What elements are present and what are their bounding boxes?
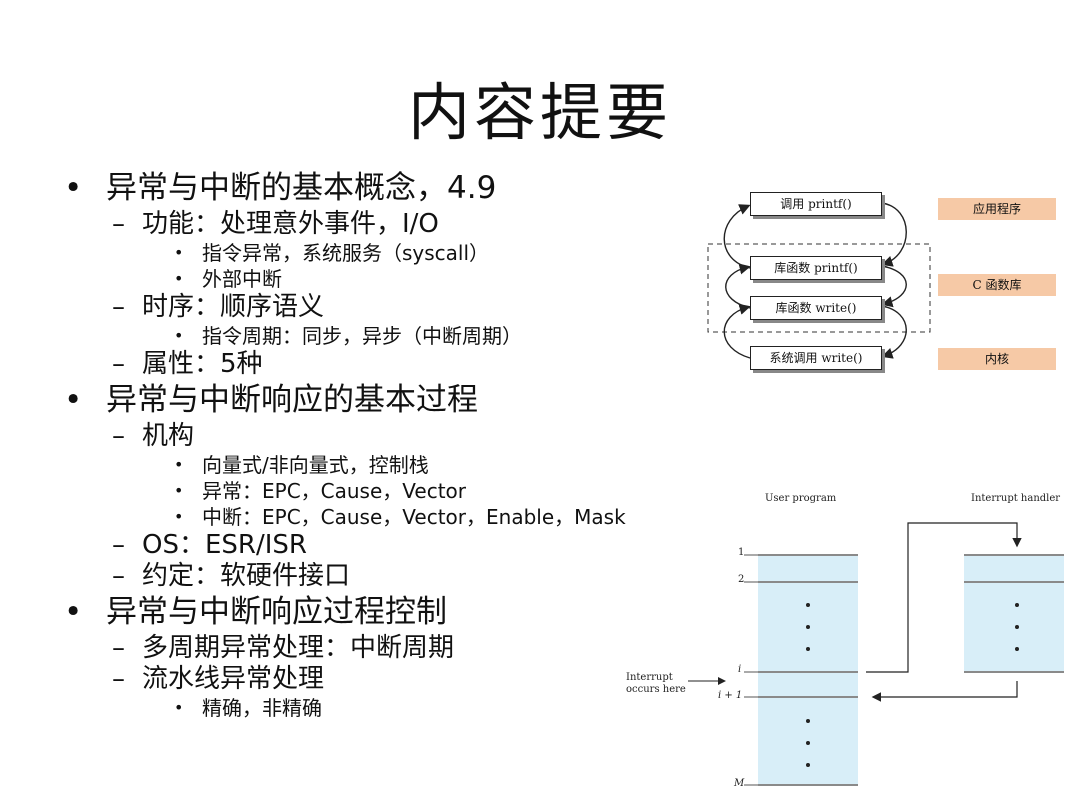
box-syscall-write: 系统调用 write() (750, 346, 882, 370)
interrupt-flow-graphic (688, 522, 1064, 786)
row-label-i-plus-1: i + 1 (718, 690, 743, 701)
outline-item-level3: 外部中断 (62, 266, 702, 292)
interrupt-note-line1: Interrupt (626, 672, 673, 683)
box-call-printf: 调用 printf() (750, 192, 882, 216)
call-chain-arrows (707, 202, 931, 359)
interrupt-flow-diagram: User program Interrupt handler (620, 485, 1080, 810)
outline-item-level3: 指令周期：同步，异步（中断周期） (62, 323, 702, 349)
outline-item-level1: 异常与中断响应过程控制 (62, 592, 702, 633)
outline-item-level2: 属性：5种 (62, 349, 702, 380)
outline-item-level2: 机构 (62, 421, 702, 452)
handler-block (964, 555, 1064, 673)
interrupt-handler-label: Interrupt handler (971, 493, 1061, 504)
outline-item-level2: OS：ESR/ISR (62, 530, 702, 561)
row-label-m: M (734, 778, 745, 789)
user-program-block (758, 555, 858, 785)
box-lib-write: 库函数 write() (750, 296, 882, 320)
library-region (707, 243, 931, 333)
outline-item-level2: 约定：软硬件接口 (62, 561, 702, 592)
layer-app: 应用程序 (938, 198, 1056, 220)
outline-list: 异常与中断的基本概念，4.9功能：处理意外事件，I/O指令异常，系统服务（sys… (62, 168, 702, 721)
outline-item-level1: 异常与中断的基本概念，4.9 (62, 168, 702, 209)
outline-item-level3: 指令异常，系统服务（syscall） (62, 240, 702, 266)
outline-item-level2: 多周期异常处理：中断周期 (62, 633, 702, 664)
outline-item-level1: 异常与中断响应的基本过程 (62, 380, 702, 421)
row-label-2: 2 (738, 574, 745, 585)
slide-title: 内容提要 (407, 76, 672, 149)
outline-item-level3: 异常：EPC，Cause，Vector (62, 478, 702, 504)
outline-item-level2: 流水线异常处理 (62, 664, 702, 695)
row-label-1: 1 (738, 547, 745, 558)
row-label-i: i (738, 664, 742, 675)
outline-item-level3: 精确，非精确 (62, 695, 702, 721)
call-chain-diagram: 调用 printf() 库函数 printf() 库函数 write() 系统调… (700, 186, 1070, 396)
layer-clib: C 函数库 (938, 274, 1056, 296)
layer-kernel: 内核 (938, 348, 1056, 370)
outline-item-level2: 时序：顺序语义 (62, 292, 702, 323)
interrupt-note-line2: occurs here (626, 684, 686, 695)
outline-item-level3: 中断：EPC，Cause，Vector，Enable，Mask (62, 504, 702, 530)
outline-item-level3: 向量式/非向量式，控制栈 (62, 452, 702, 478)
outline-item-level2: 功能：处理意外事件，I/O (62, 209, 702, 240)
box-lib-printf: 库函数 printf() (750, 256, 882, 280)
user-program-label: User program (765, 493, 837, 504)
